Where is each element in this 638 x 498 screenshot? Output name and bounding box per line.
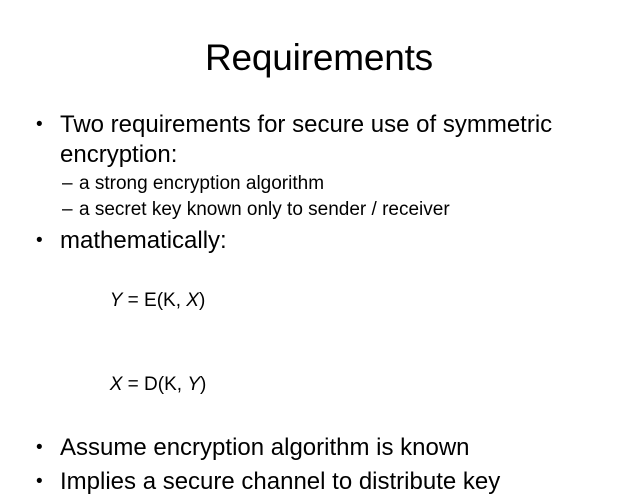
bullet-marker-icon: •: [36, 437, 43, 458]
bullet-text-1: Two requirements for secure use of symme…: [60, 111, 553, 168]
bullet-item-2: • mathematically:: [30, 226, 615, 256]
bullet-text-3: Assume encryption algorithm is known: [60, 434, 470, 461]
bullet-marker-icon: •: [36, 471, 43, 492]
equation-2-function: D(K,: [144, 374, 188, 395]
slide: Requirements • Two requirements for secu…: [36, 37, 553, 495]
sub-bullet-text-1: a strong encryption algorithm: [79, 173, 325, 194]
equation-2-arg: Y: [187, 374, 200, 395]
equation-1-arg: X: [186, 290, 199, 311]
bullet-text-2: mathematically:: [60, 227, 227, 254]
equation-2-operator: =: [122, 374, 145, 395]
slide-body: • Two requirements for secure use of sym…: [30, 110, 615, 498]
dash-marker-icon: –: [62, 199, 73, 220]
sub-bullet-text-2: a secret key known only to sender / rece…: [79, 199, 450, 220]
dash-marker-icon: –: [62, 173, 73, 194]
equation-decrypt: X = D(K, Y): [30, 343, 615, 427]
bullet-item-3: • Assume encryption algorithm is known: [30, 433, 615, 463]
equation-1-lhs: Y: [109, 290, 123, 311]
bullet-marker-icon: •: [36, 230, 43, 251]
sub-bullet-item-1: – a strong encryption algorithm: [30, 171, 615, 197]
equation-2-lhs: X: [109, 374, 123, 395]
sub-bullet-item-2: – a secret key known only to sender / re…: [30, 197, 615, 223]
bullet-item-4: • Implies a secure channel to distribute…: [30, 467, 615, 497]
equation-1-operator: =: [122, 290, 145, 311]
bullet-item-1: • Two requirements for secure use of sym…: [30, 110, 615, 170]
equation-encrypt: Y = E(K, X): [30, 259, 615, 343]
bullet-marker-icon: •: [36, 114, 43, 135]
equation-1-function: E(K,: [144, 290, 187, 311]
equation-1-close: ): [198, 290, 206, 311]
equation-2-close: ): [200, 374, 207, 395]
bullet-text-4: Implies a secure channel to distribute k…: [60, 468, 501, 495]
page-title: Requirements: [205, 37, 433, 78]
